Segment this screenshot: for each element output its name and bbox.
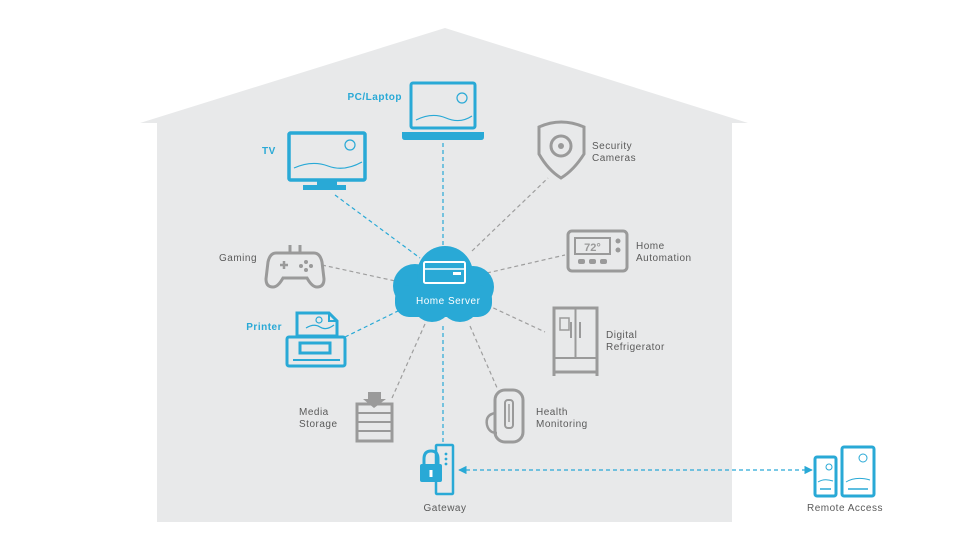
home-automation-label-line2: Automation	[636, 253, 692, 264]
link-security-cameras	[471, 177, 549, 252]
link-home-automation	[486, 254, 566, 274]
security-cameras-label: Security Cameras	[592, 141, 636, 165]
thermostat-icon: 72°	[566, 229, 629, 273]
health-monitoring-label: Health Monitoring	[536, 407, 588, 431]
printer-label: Printer	[246, 322, 282, 333]
mobile-devices-icon	[813, 445, 876, 498]
gateway-lock-icon	[420, 443, 455, 496]
health-monitor-icon	[485, 388, 525, 444]
link-gaming	[321, 264, 401, 283]
link-tv	[334, 194, 421, 259]
laptop-icon	[402, 81, 484, 140]
home-server-label: Home Server	[416, 296, 481, 307]
link-printer	[344, 309, 401, 338]
media-storage-label-line1: Media	[299, 407, 329, 418]
gateway-label: Gateway	[423, 503, 467, 514]
digital-refrigerator-label: Digital Refrigerator	[606, 330, 665, 354]
gaming-label: Gaming	[218, 253, 257, 264]
tv-label: TV	[262, 146, 276, 157]
refrigerator-icon	[552, 306, 599, 376]
security-cameras-label-line1: Security	[592, 141, 633, 152]
digital-refrigerator-label-line2: Refrigerator	[606, 342, 665, 353]
thermostat-display: 72°	[584, 242, 601, 254]
remote-access-label: Remote Access	[807, 503, 883, 514]
home-automation-label-line1: Home	[636, 241, 665, 252]
digital-refrigerator-label-line1: Digital	[606, 330, 638, 341]
home-server-node	[393, 246, 494, 322]
connection-lines	[321, 143, 813, 475]
cloud-server-icon	[393, 246, 494, 322]
health-monitoring-label-line1: Health	[536, 407, 568, 418]
printer-icon	[285, 311, 347, 368]
security-camera-icon	[537, 120, 586, 180]
link-health-monitoring	[469, 325, 499, 391]
pc-laptop-label: PC/Laptop	[347, 92, 402, 103]
media-storage-label-line2: Storage	[299, 419, 338, 430]
media-storage-icon	[355, 392, 394, 443]
health-monitoring-label-line2: Monitoring	[536, 419, 588, 430]
link-digital-refrigerator	[486, 304, 546, 333]
tv-icon	[287, 131, 367, 190]
media-storage-label: Media Storage	[299, 407, 338, 431]
gamepad-icon	[264, 245, 326, 289]
security-cameras-label-line2: Cameras	[592, 153, 637, 164]
home-automation-label: Home Automation	[636, 241, 692, 265]
